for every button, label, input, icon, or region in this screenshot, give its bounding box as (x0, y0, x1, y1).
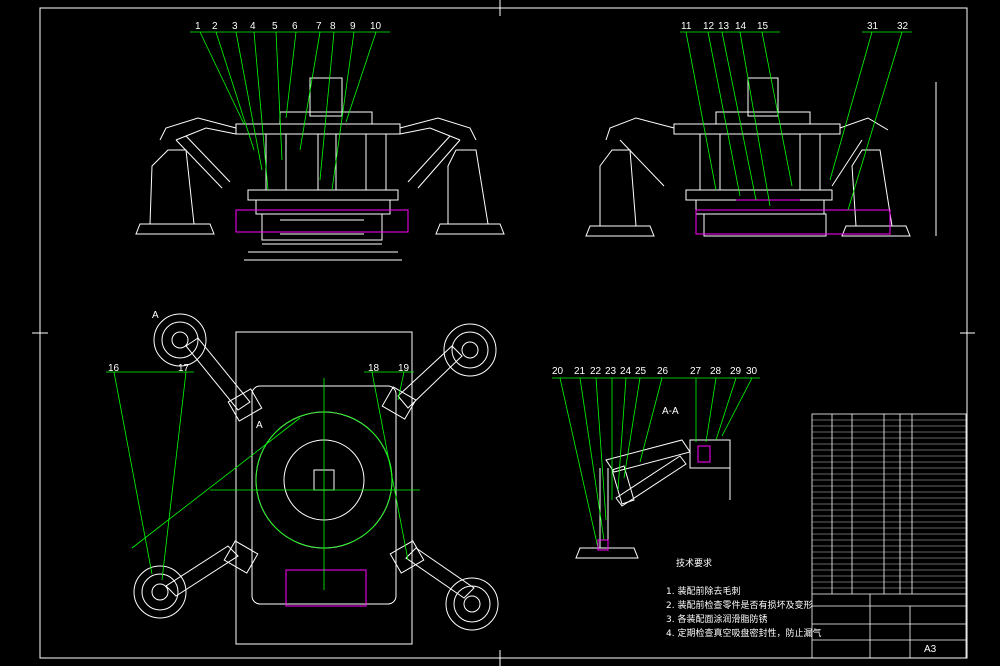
balloon: 20 (552, 366, 564, 377)
title-block (811, 413, 967, 659)
balloon: 15 (757, 21, 769, 32)
sheet-frame (32, 0, 975, 666)
balloon: 2 (212, 21, 218, 32)
section-label: A-A (662, 406, 679, 417)
tech-title: 技术要求 (676, 559, 713, 569)
front-view (135, 77, 505, 261)
balloon: 26 (657, 366, 669, 377)
side-view (585, 77, 937, 237)
balloon: 12 (703, 21, 715, 32)
balloon: 8 (330, 21, 336, 32)
balloon: 18 (368, 363, 380, 374)
balloon: 19 (398, 363, 410, 374)
top-view-highlights (285, 569, 367, 607)
section-view-balloons: 20 21 22 23 24 25 26 27 28 29 30 A-A (552, 366, 758, 417)
balloon: 11 (681, 21, 692, 32)
balloon: 9 (350, 21, 356, 32)
balloon: 25 (635, 366, 647, 377)
balloon: 27 (690, 366, 702, 377)
balloon: 23 (605, 366, 617, 377)
balloon: 17 (178, 363, 190, 374)
balloon: 31 (867, 21, 879, 32)
balloon: 7 (316, 21, 322, 32)
requirement-3: 3. 各装配面涂润滑脂防锈 (666, 615, 768, 625)
balloon: 3 (232, 21, 238, 32)
balloon: 14 (735, 21, 747, 32)
top-view (133, 313, 499, 645)
balloon: 22 (590, 366, 602, 377)
view-mark: A (152, 310, 159, 321)
section-view (575, 439, 731, 559)
section-view-leaders (552, 377, 760, 549)
view-mark: A (256, 420, 263, 431)
side-view-balloons: 11 12 13 14 15 31 32 (681, 21, 909, 32)
front-view-highlights (235, 209, 409, 233)
side-view-highlights (695, 199, 891, 235)
balloon: 6 (292, 21, 298, 32)
balloon: 21 (574, 366, 586, 377)
balloon: 30 (746, 366, 758, 377)
balloon: 4 (250, 21, 256, 32)
title-block-rows (812, 419, 966, 589)
top-view-balloons: 16 17 18 19 A A (108, 310, 410, 431)
balloon: 24 (620, 366, 632, 377)
balloon: 28 (710, 366, 722, 377)
requirement-4: 4. 定期检查真空吸盘密封性，防止漏气 (666, 629, 822, 639)
balloon: 29 (730, 366, 742, 377)
balloon: 13 (718, 21, 730, 32)
front-view-leaders (190, 31, 390, 191)
side-view-leaders (680, 31, 912, 211)
balloon: 32 (897, 21, 909, 32)
front-view-balloons: 1 2 3 4 5 6 7 8 9 10 (195, 21, 382, 32)
sheet-size: A3 (924, 644, 937, 655)
balloon: 16 (108, 363, 120, 374)
balloon: 10 (370, 21, 382, 32)
requirement-1: 1. 装配前除去毛刺 (666, 587, 741, 597)
section-view-highlights (597, 445, 711, 551)
top-view-green (106, 371, 420, 590)
balloon: 5 (272, 21, 278, 32)
requirement-2: 2. 装配前检查零件是否有损坏及变形 (666, 601, 813, 611)
balloon: 1 (195, 21, 201, 32)
